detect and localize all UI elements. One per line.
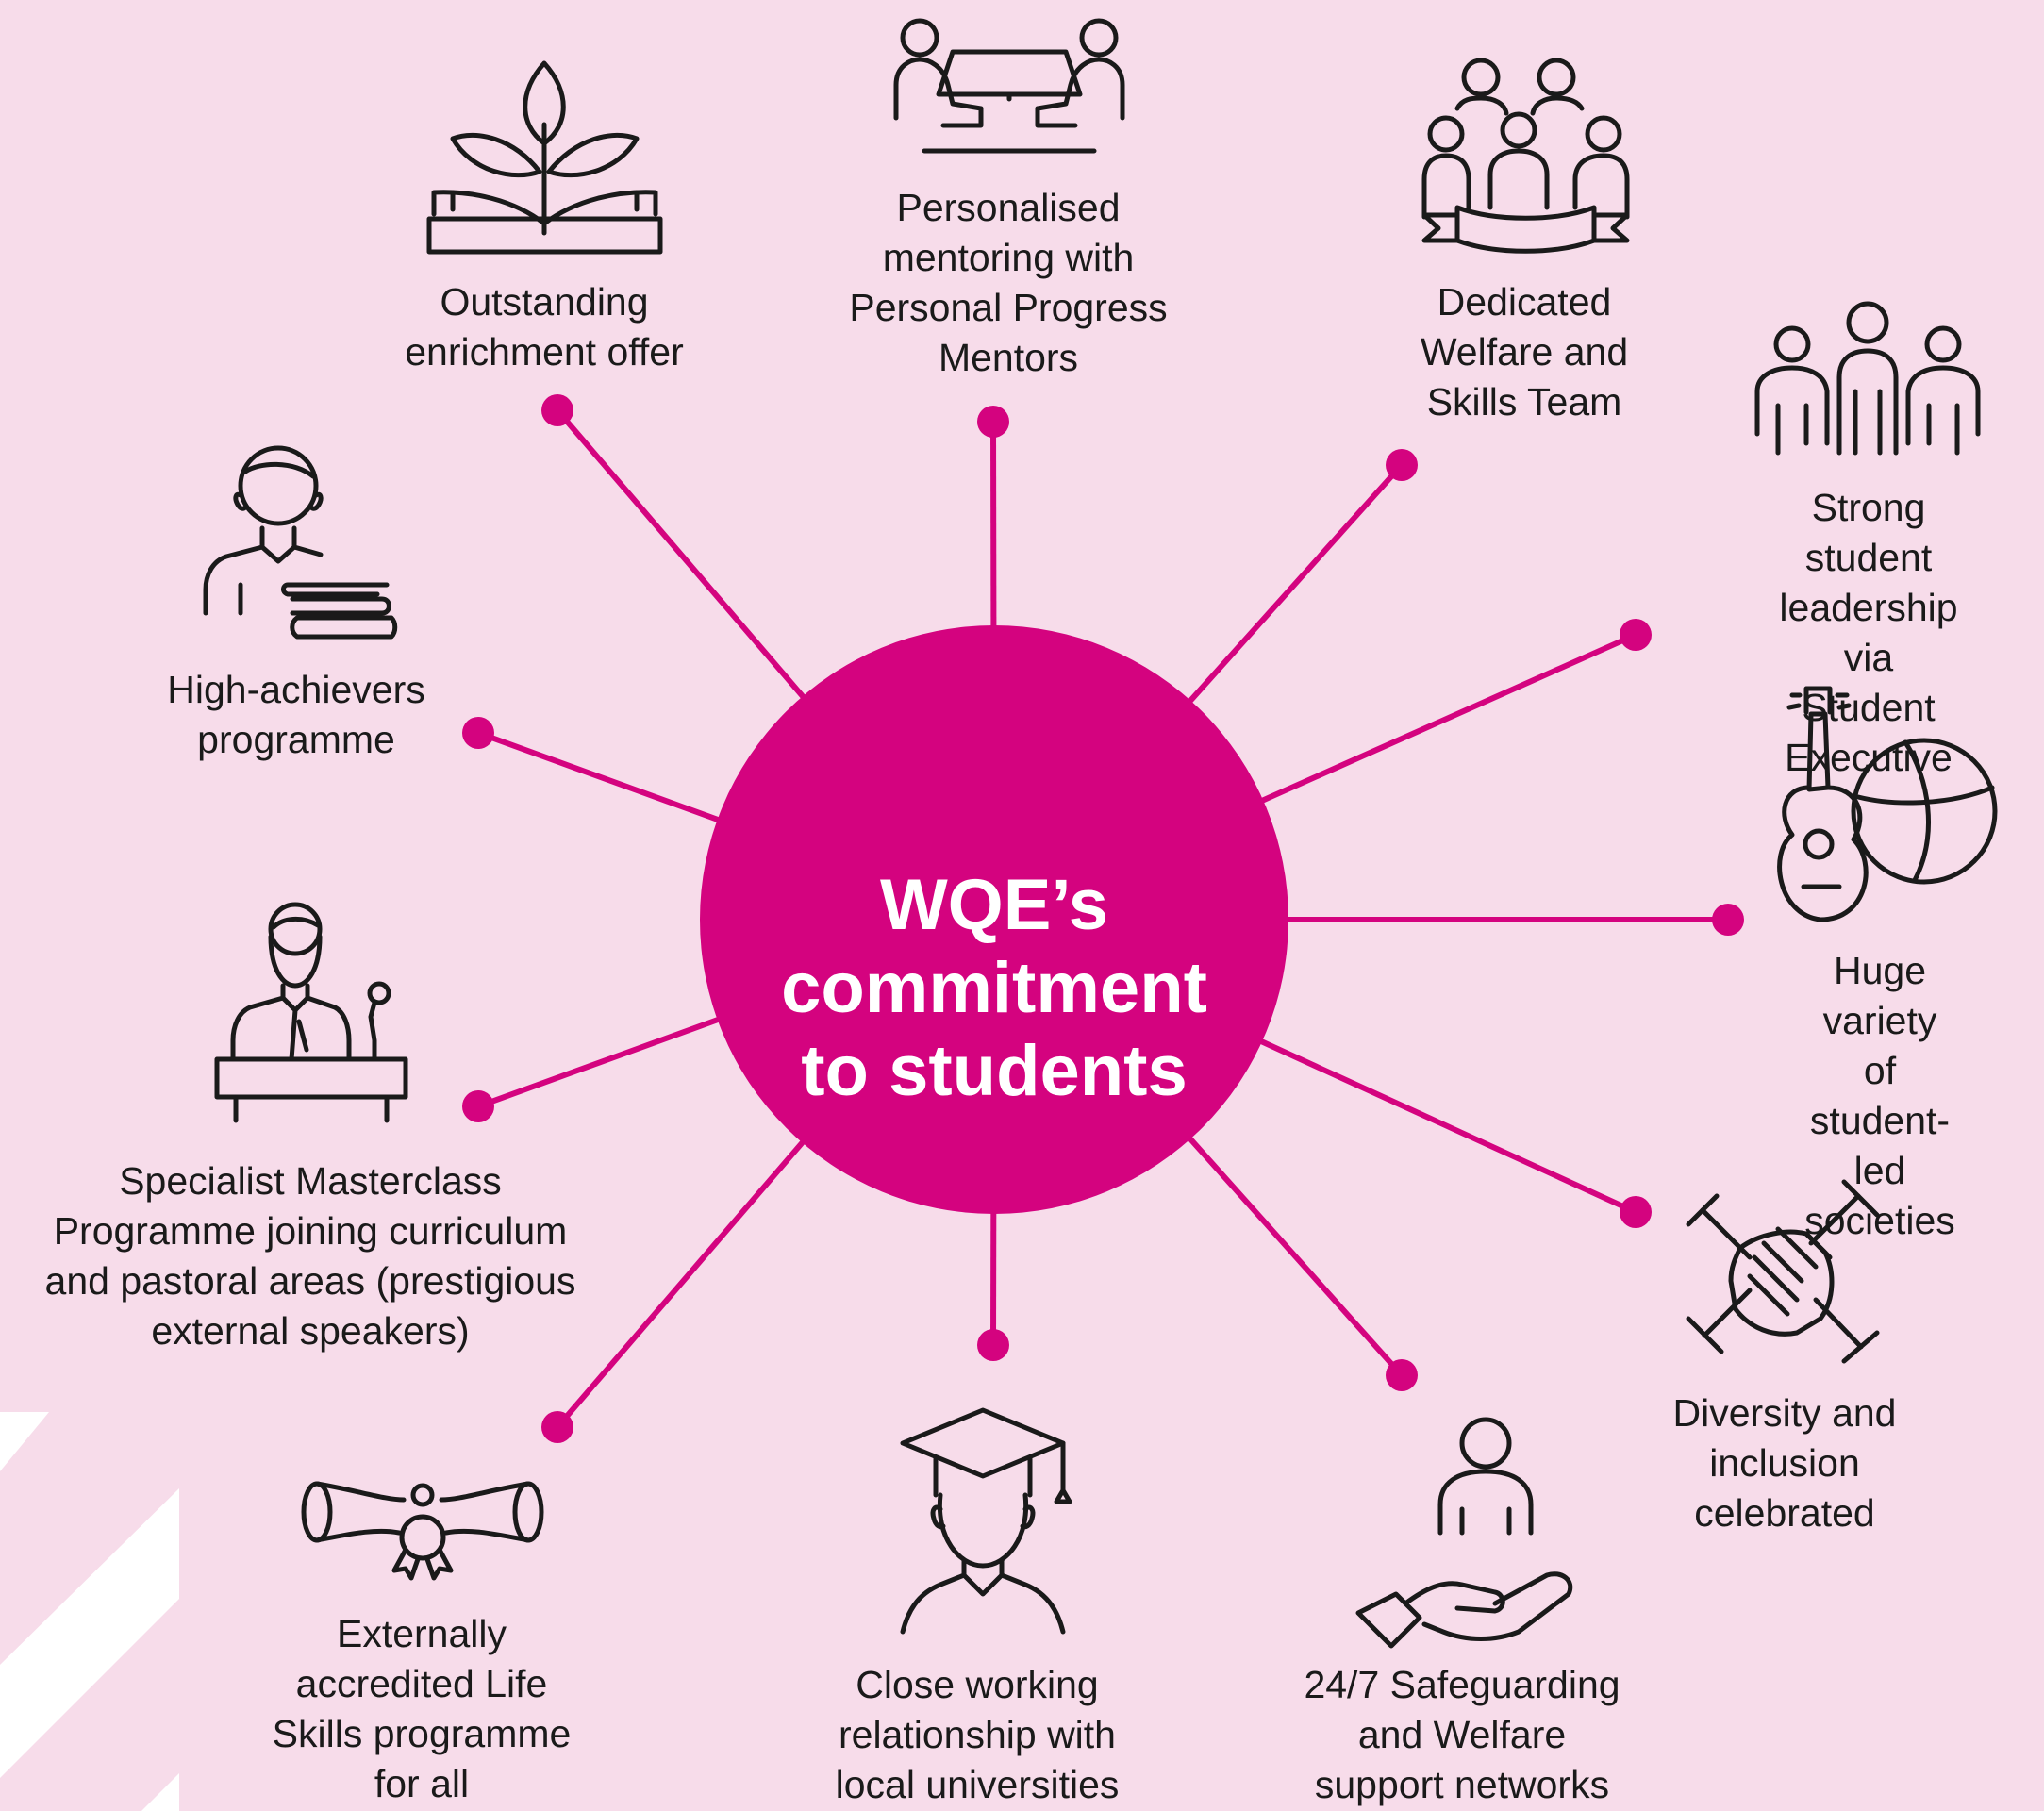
label-lifeskills: Externally accredited Life Skills progra… [272, 1612, 572, 1805]
student-books-icon [198, 443, 398, 646]
label-universities: Close working relationship with local un… [835, 1663, 1120, 1806]
hand-person-icon [1354, 1415, 1580, 1649]
guitar-ball-icon [1764, 684, 2000, 929]
label-highachievers: High-achievers programme [167, 668, 425, 761]
spoke-dot-mentoring [977, 406, 1009, 438]
speaker-podium-icon [212, 899, 410, 1125]
diploma-icon [300, 1476, 545, 1589]
joined-hands-icon [1684, 1177, 1882, 1366]
meeting-table-icon [891, 14, 1127, 156]
label-safeguarding: 24/7 Safeguarding and Welfare support ne… [1304, 1663, 1620, 1806]
spoke-dot-lifeskills [541, 1411, 573, 1443]
three-people-icon [1750, 301, 1986, 462]
spoke-dot-societies [1712, 904, 1744, 936]
label-diversity: Diversity and inclusion celebrated [1672, 1391, 1897, 1535]
plant-book-icon [424, 58, 665, 257]
label-leadership: Strong student leadership via Student Ex… [1779, 486, 1958, 779]
spoke-dot-diversity [1620, 1196, 1652, 1228]
spoke-dot-highachievers [462, 717, 494, 749]
spoke-dot-leadership [1620, 619, 1652, 651]
spoke-dot-masterclass [462, 1090, 494, 1122]
label-mentoring: Personalised mentoring with Personal Pro… [849, 186, 1168, 379]
spoke-dot-safeguarding [1386, 1359, 1418, 1391]
team-group-icon [1420, 57, 1632, 255]
label-societies: Huge variety of student-led societies [1804, 949, 1955, 1242]
center-circle [700, 625, 1288, 1214]
spoke-dot-enrichment [541, 394, 573, 426]
label-enrichment: Outstanding enrichment offer [405, 280, 684, 374]
spoke-dot-universities [977, 1329, 1009, 1361]
label-masterclass: Specialist Masterclass Programme joining… [44, 1159, 576, 1353]
spoke-dot-welfare [1386, 449, 1418, 481]
graduate-icon [898, 1405, 1087, 1637]
center-title: WQE’s commitment to students [781, 865, 1207, 1111]
label-welfare: Dedicated Welfare and Skills Team [1420, 280, 1629, 424]
